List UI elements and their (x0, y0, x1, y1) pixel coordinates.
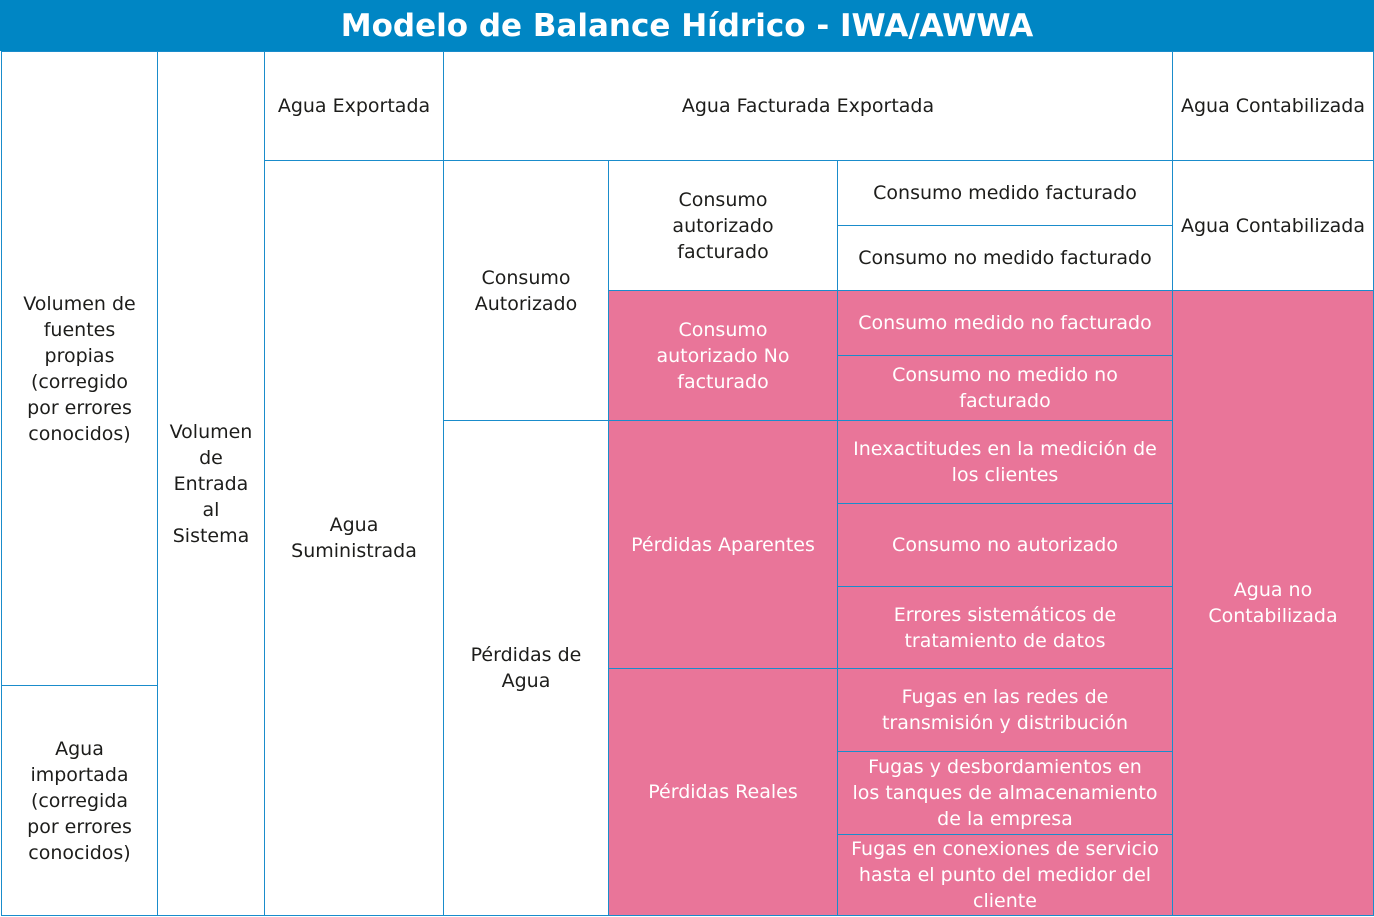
water-losses-cell: Pérdidas de Agua (443, 420, 609, 916)
unbilled-metered-consumption-cell: Consumo medido no facturado (837, 290, 1173, 356)
non-revenue-water-cell: Agua no Contabilizada (1172, 290, 1374, 916)
transmission-distribution-leaks-cell: Fugas en las redes de transmisión y dist… (837, 668, 1173, 752)
unauthorized-consumption-cell: Consumo no autorizado (837, 503, 1173, 587)
exported-water-cell: Agua Exportada (264, 51, 444, 161)
imported-water-cell: Agua importada (corregida por errores co… (1, 685, 158, 916)
data-handling-errors-cell: Errores sistemáticos de tratamiento de d… (837, 586, 1173, 669)
authorized-consumption-cell: Consumo Autorizado (443, 160, 609, 421)
billed-authorized-consumption-cell: Consumo autorizado facturado (608, 160, 838, 291)
accounted-water-cell: Agua Contabilizada (1172, 160, 1374, 291)
service-connection-leaks-cell: Fugas en conexiones de servicio hasta el… (837, 834, 1173, 916)
page-title: Modelo de Balance Hídrico - IWA/AWWA (0, 0, 1374, 51)
unbilled-authorized-consumption-cell: Consumo autorizado No facturado (608, 290, 838, 421)
apparent-losses-cell: Pérdidas Aparentes (608, 420, 838, 669)
accounted-water-exported-cell: Agua Contabilizada (1172, 51, 1374, 161)
unbilled-unmetered-consumption-cell: Consumo no medido no facturado (837, 355, 1173, 421)
supplied-water-cell: Agua Suministrada (264, 160, 444, 916)
own-sources-cell: Volumen de fuentes propias (corregido po… (1, 51, 158, 686)
storage-tank-leaks-cell: Fugas y desbordamientos en los tanques d… (837, 751, 1173, 835)
billed-unmetered-consumption-cell: Consumo no medido facturado (837, 225, 1173, 291)
real-losses-cell: Pérdidas Reales (608, 668, 838, 916)
billed-metered-consumption-cell: Consumo medido facturado (837, 160, 1173, 226)
system-input-volume-cell: Volumen de Entrada al Sistema (157, 51, 265, 916)
customer-metering-inaccuracies-cell: Inexactitudes en la medición de los clie… (837, 420, 1173, 504)
billed-exported-water-cell: Agua Facturada Exportada (443, 51, 1173, 161)
